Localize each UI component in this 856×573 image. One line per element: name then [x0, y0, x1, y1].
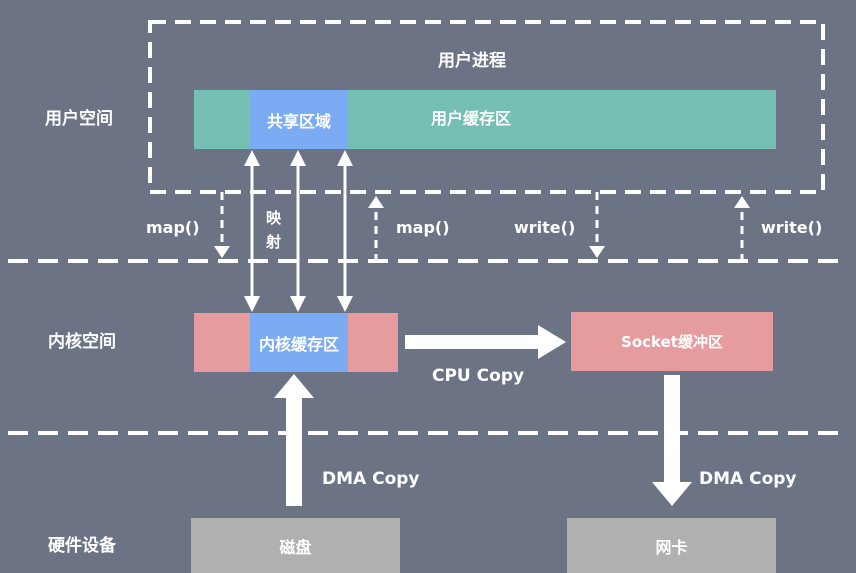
- map-left-label: map(): [146, 218, 200, 237]
- shared-region-box: 共享区域: [250, 90, 348, 149]
- cpu-copy-label: CPU Copy: [432, 366, 525, 386]
- user-space-label: 用户空间: [45, 109, 113, 129]
- write-left-label: write(): [514, 218, 576, 237]
- map-right-arrowhead: [368, 196, 384, 208]
- user-process-title: 用户进程: [438, 51, 506, 71]
- map-right-label: map(): [396, 218, 450, 237]
- write-right-arrowhead: [734, 196, 750, 208]
- dma-copy-right-label: DMA Copy: [699, 469, 797, 489]
- disk-box: 磁盘: [191, 518, 400, 573]
- dma-copy-right-arrow: [652, 375, 692, 506]
- mapping-arrows: [244, 150, 353, 312]
- mapping-label-char2: 射: [266, 233, 282, 251]
- dma-copy-left-label: DMA Copy: [322, 469, 420, 489]
- nic-box: 网卡: [567, 518, 776, 573]
- write-left-arrowhead: [589, 246, 605, 258]
- user-buffer-label: 用户缓存区: [431, 109, 512, 128]
- mapping-label-char1: 映: [266, 209, 282, 227]
- map-left-arrowhead: [214, 246, 230, 258]
- cpu-copy-arrow: [405, 325, 566, 359]
- user-process-boundary: [148, 20, 825, 194]
- kernel-buffer-box: 内核缓存区: [250, 313, 348, 372]
- write-right-label: write(): [761, 218, 823, 237]
- hardware-label: 硬件设备: [48, 536, 116, 556]
- dma-copy-left-arrow: [274, 374, 314, 506]
- kernel-space-label: 内核空间: [48, 332, 116, 352]
- socket-buffer-box: Socket缓冲区: [571, 312, 773, 371]
